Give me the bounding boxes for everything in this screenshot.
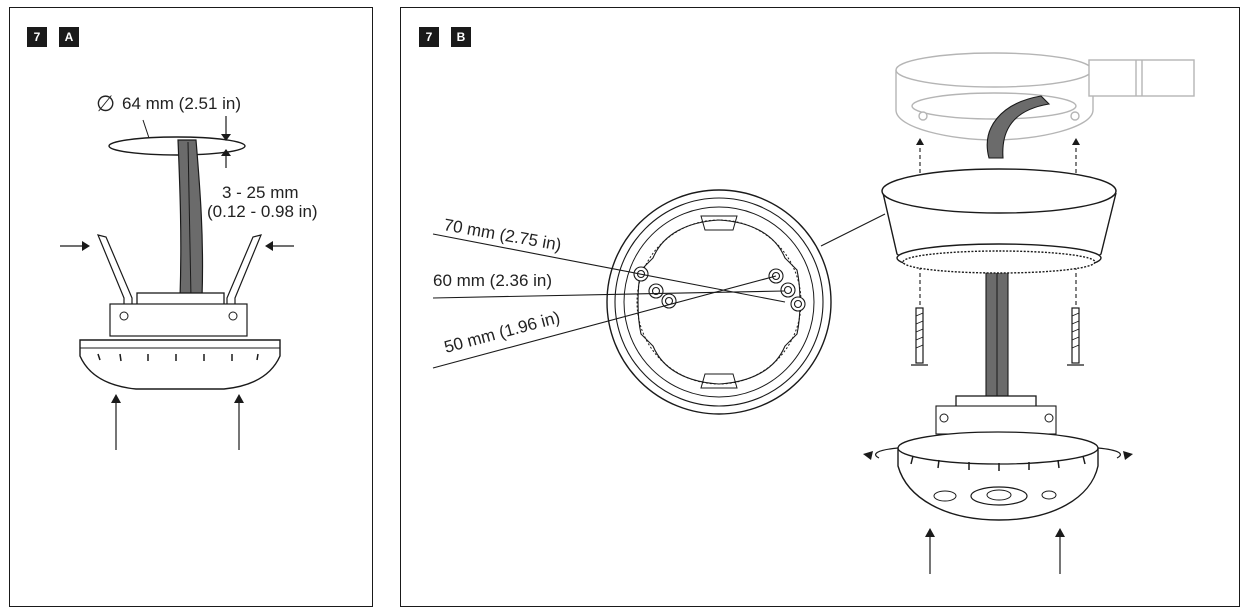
diameter-label: 64 mm (2.51 in) — [122, 94, 241, 113]
ceiling-hole — [108, 136, 246, 156]
mounting-plate — [109, 303, 248, 337]
junction-box — [895, 52, 1195, 141]
step-number-badge: 7 — [27, 27, 47, 47]
adapter-ring — [881, 168, 1117, 274]
thickness-in-label: (0.12 - 0.98 in) — [207, 202, 318, 221]
ceiling-mount-diagram: ∅ 64 mm (2.51 in) 3 - 25 mm (0.12 - 0.98… — [60, 91, 318, 450]
step-number-badge: 7 — [419, 27, 439, 47]
spring-clip-right — [226, 234, 263, 311]
thickness-mm-label: 3 - 25 mm — [222, 183, 299, 202]
mounting-screw — [911, 307, 1084, 366]
sensor-body — [79, 339, 281, 390]
junction-box-mount-diagram: 70 mm (2.75 in) 60 mm (2.36 in) 50 mm (1… — [432, 52, 1195, 574]
spacing-60-label: 60 mm (2.36 in) — [433, 271, 552, 290]
spring-clip-left — [96, 234, 133, 311]
cable — [986, 95, 1051, 159]
step-letter-badge: B — [451, 27, 471, 47]
spacing-70-label: 70 mm (2.75 in) — [442, 215, 563, 254]
panel-a: 7 A ∅ 64 mm (2.51 in) 3 - 25 mm (0.12 - … — [9, 7, 373, 607]
sensor-body — [897, 447, 1099, 521]
diameter-symbol: ∅ — [96, 91, 115, 116]
step-letter-badge: A — [59, 27, 79, 47]
panel-b: 7 B — [400, 7, 1240, 607]
